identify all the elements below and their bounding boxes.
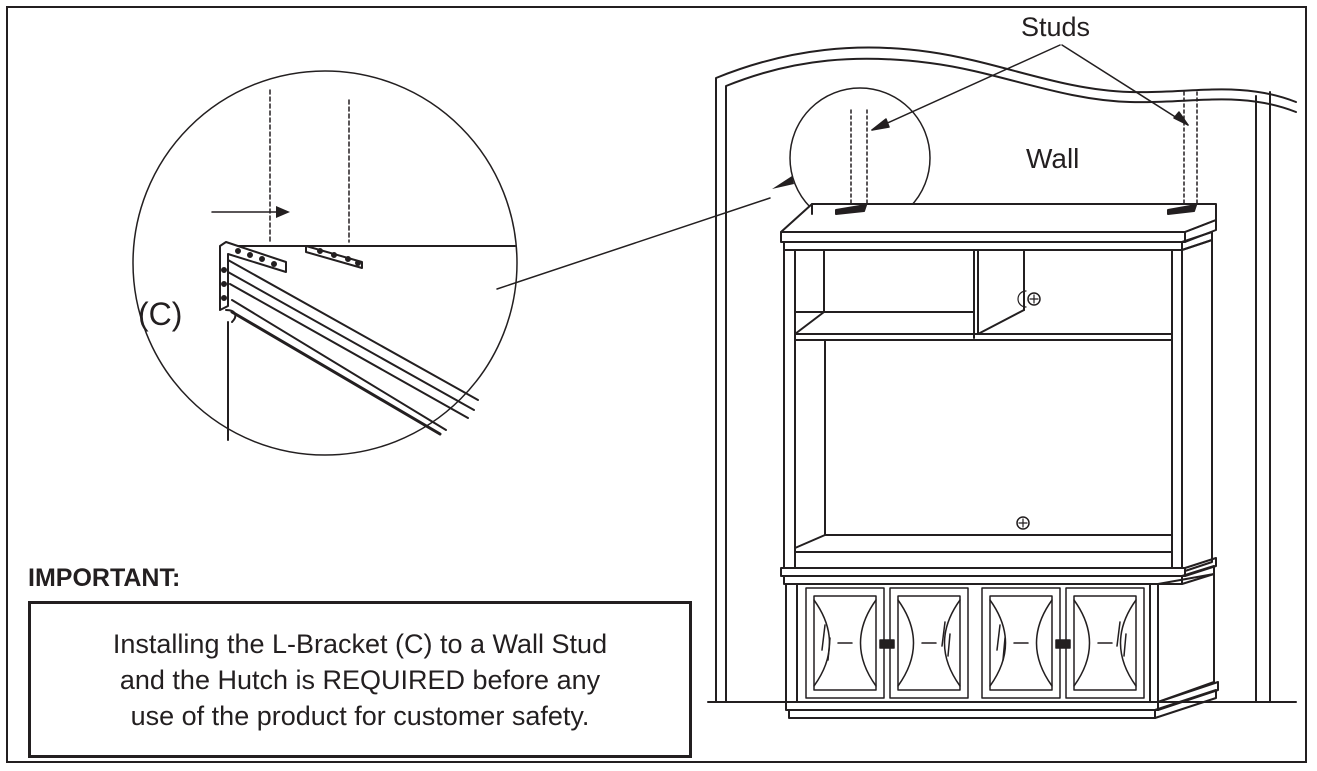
notice-line-3: use of the product for customer safety. bbox=[130, 700, 590, 731]
wall-label: Wall bbox=[1026, 143, 1080, 174]
diagram-frame bbox=[6, 6, 1307, 763]
zoom-leader-line bbox=[496, 197, 771, 290]
zoom-detail bbox=[132, 70, 518, 456]
stud-lines bbox=[850, 91, 1198, 204]
studs-leaders bbox=[871, 44, 1189, 131]
hutch-doors bbox=[805, 587, 1145, 699]
important-heading: IMPORTANT: bbox=[28, 564, 181, 592]
studs-label: Studs bbox=[1021, 12, 1091, 42]
safety-notice-box: Installing the L-Bracket (C) to a Wall S… bbox=[28, 601, 692, 758]
notice-line-1: Installing the L-Bracket (C) to a Wall S… bbox=[112, 628, 608, 659]
hutch-cabinet bbox=[780, 203, 1219, 719]
bracket-c-label: (C) bbox=[138, 296, 183, 332]
callout-pointer bbox=[772, 176, 794, 189]
notice-line-2: and the Hutch is REQUIRED before any bbox=[119, 664, 601, 695]
